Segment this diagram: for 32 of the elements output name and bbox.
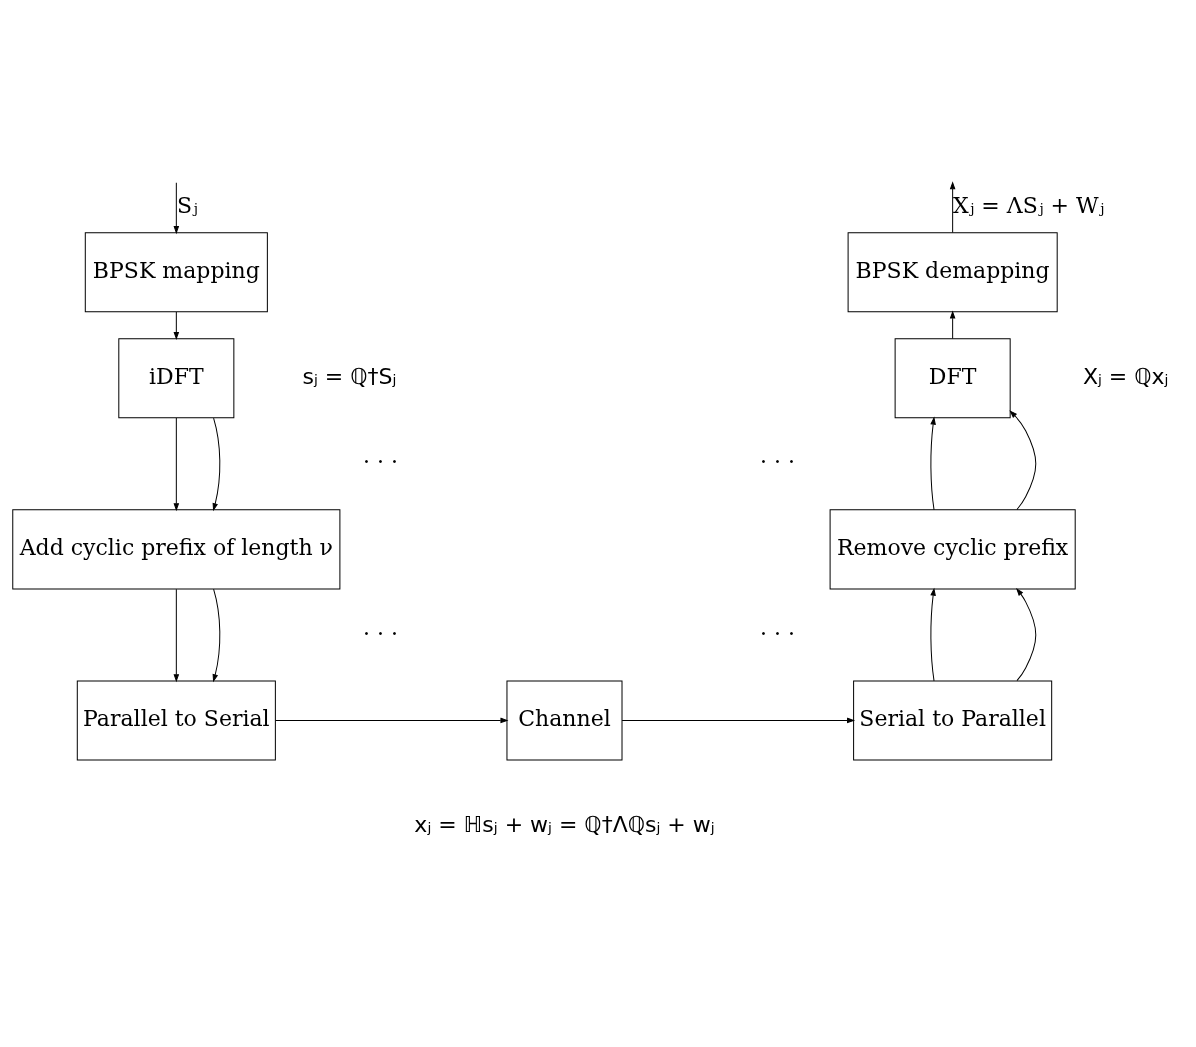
arrow bbox=[212, 588, 221, 681]
node-box: iDFT bbox=[118, 337, 235, 418]
node-box: BPSK mapping bbox=[84, 231, 268, 312]
arrow bbox=[173, 311, 179, 339]
arrow bbox=[173, 588, 179, 681]
node-box: Add cyclic prefix of length ν bbox=[12, 508, 341, 589]
arrow bbox=[950, 181, 956, 233]
arrow bbox=[212, 417, 221, 510]
node-box: BPSK demapping bbox=[847, 231, 1058, 312]
arrow bbox=[173, 181, 179, 233]
edge-label: Sⱼ bbox=[176, 192, 198, 218]
label: · · · bbox=[760, 620, 796, 646]
arrow bbox=[621, 717, 855, 723]
node-box: Parallel to Serial bbox=[76, 679, 276, 760]
node-box: DFT bbox=[894, 337, 1011, 418]
node-label: Xⱼ = ℚxⱼ bbox=[1082, 363, 1169, 389]
node-box: Serial to Parallel bbox=[853, 679, 1053, 760]
arrow bbox=[950, 311, 956, 339]
node-box: Remove cyclic prefix bbox=[829, 508, 1076, 589]
arrow bbox=[930, 588, 936, 681]
label: · · · bbox=[760, 448, 796, 474]
arrow bbox=[173, 417, 179, 510]
node-label: xⱼ = ℍsⱼ + wⱼ = ℚ†Λℚsⱼ + wⱼ bbox=[414, 811, 715, 837]
node-label: sⱼ = ℚ†Sⱼ bbox=[302, 363, 397, 389]
edge-label: Xⱼ = ΛSⱼ + Wⱼ bbox=[952, 192, 1105, 218]
arrow bbox=[1016, 588, 1037, 681]
arrow bbox=[1009, 410, 1037, 510]
label: · · · bbox=[362, 620, 398, 646]
label: · · · bbox=[362, 448, 398, 474]
arrow bbox=[930, 417, 936, 510]
node-box: Channel bbox=[506, 679, 623, 760]
arrow bbox=[275, 717, 508, 723]
